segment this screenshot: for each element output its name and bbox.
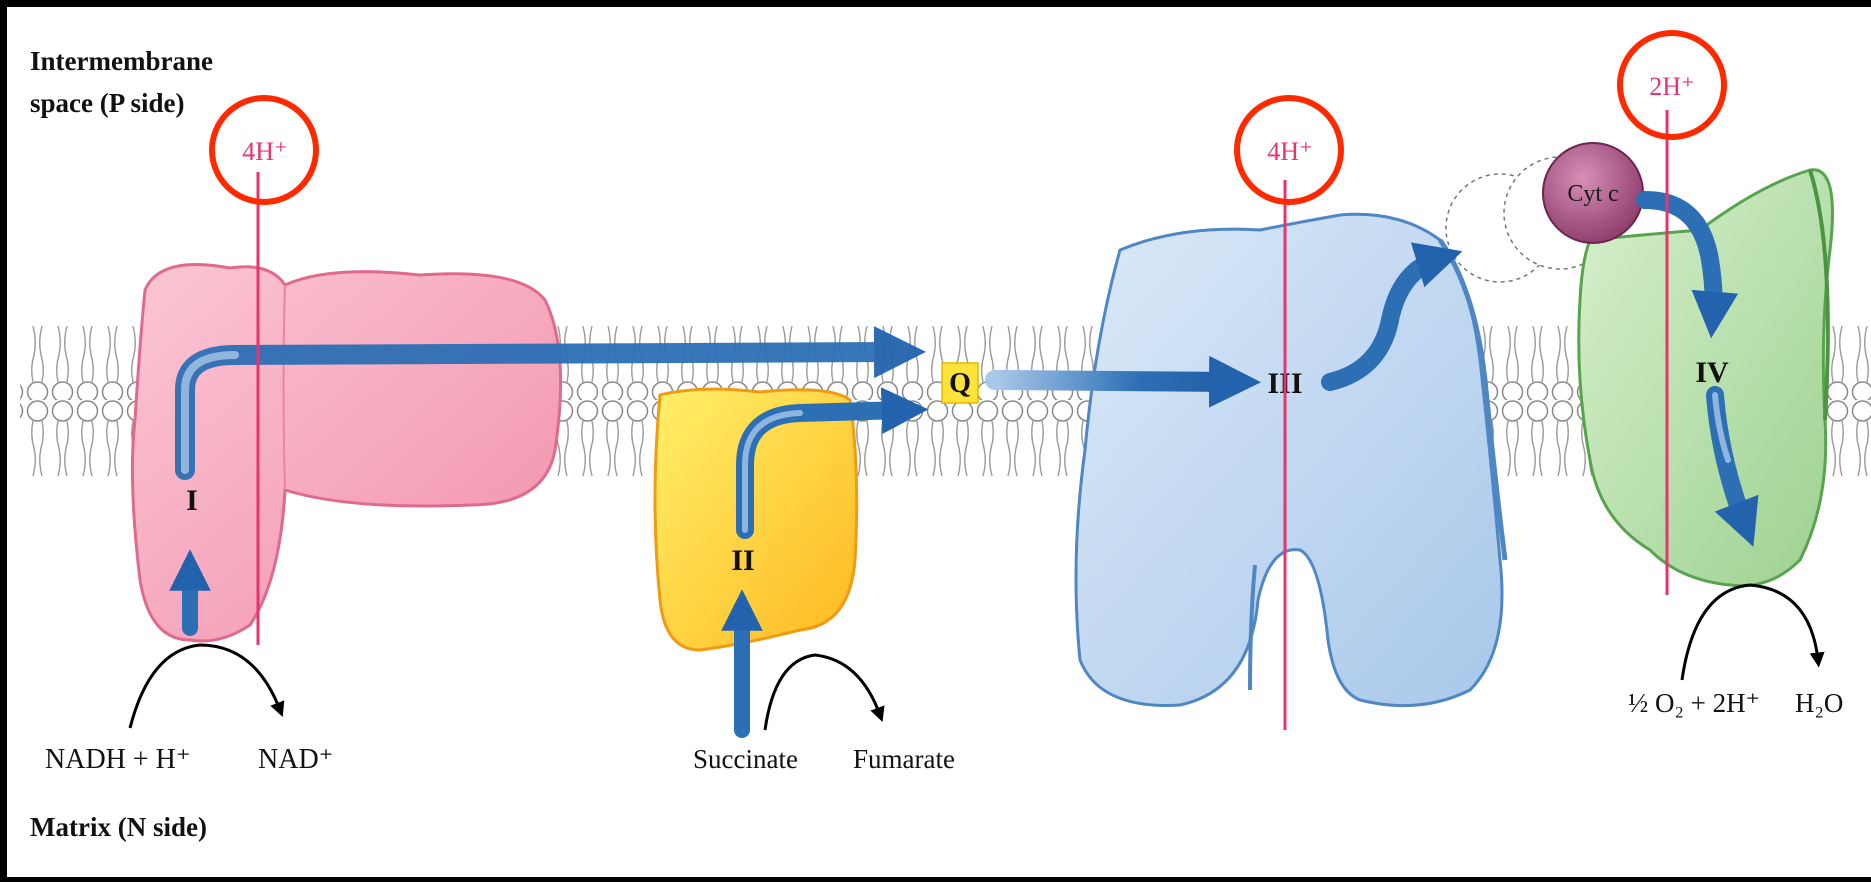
proton-label-III: 4H⁺: [1267, 137, 1313, 166]
q-label: Q: [949, 368, 971, 399]
complex-I-label: I: [186, 484, 198, 517]
arrow-Q-to-III: [995, 380, 1235, 382]
nad-label: NAD⁺: [258, 744, 333, 775]
proton-label-I: 4H⁺: [242, 137, 288, 166]
intermembrane-label-line1: Intermembrane: [30, 46, 213, 76]
nadh-label: NADH + H⁺: [45, 744, 191, 775]
cyt-c: Cyt c: [1543, 143, 1643, 243]
proton-label-IV: 2H⁺: [1649, 72, 1695, 101]
matrix-label: Matrix (N side): [30, 812, 207, 842]
oxygen-label: ½ O₂ + 2H⁺: [1628, 688, 1760, 718]
fumarate-label: Fumarate: [853, 744, 955, 774]
water-label: H₂O: [1795, 688, 1843, 718]
cyt-c-label: Cyt c: [1567, 181, 1618, 207]
intermembrane-label-line2: space (P side): [30, 88, 185, 118]
complex-IV-label: IV: [1695, 356, 1729, 389]
succinate-label: Succinate: [693, 744, 798, 774]
ubiquinone-Q: Q: [942, 363, 978, 403]
complex-II-label: II: [731, 544, 754, 577]
